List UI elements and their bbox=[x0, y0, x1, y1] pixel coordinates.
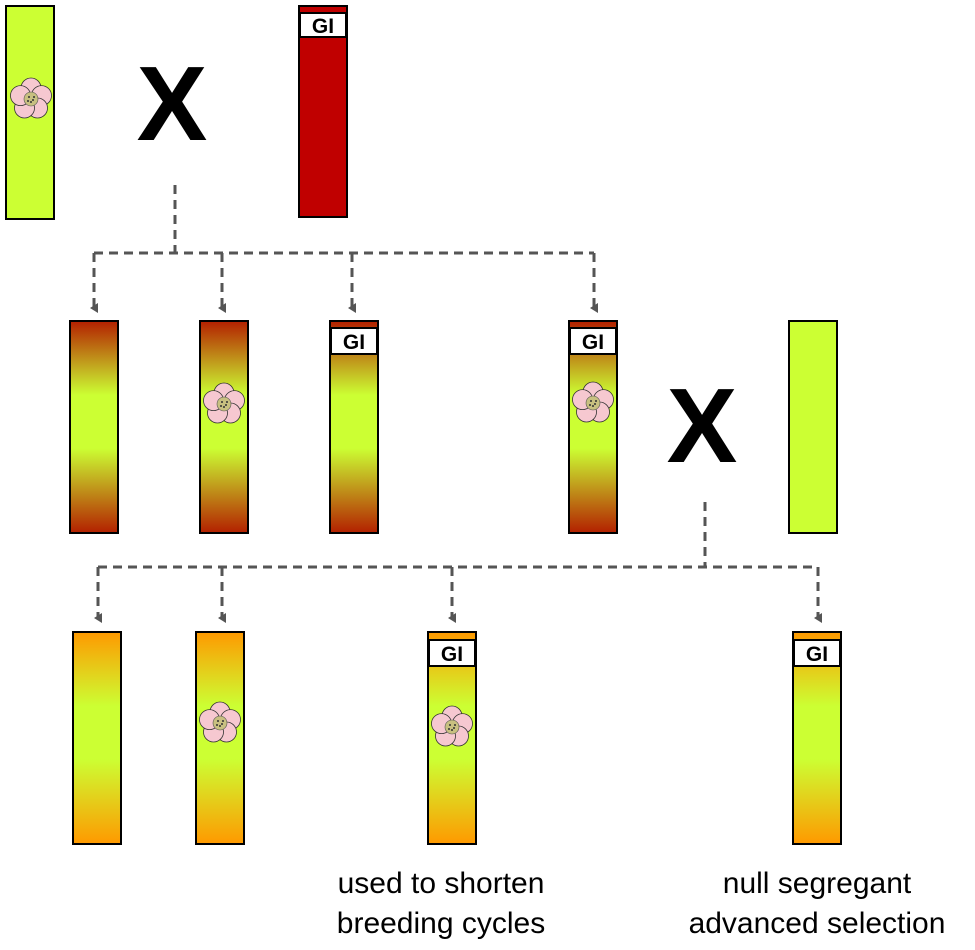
bc1-bar-1 bbox=[72, 631, 122, 845]
caption-right-line-1: null segregant bbox=[723, 867, 912, 900]
cross-symbol: X bbox=[667, 367, 738, 485]
recurrent-parent-bar bbox=[788, 320, 838, 534]
f1-bar-4: GI bbox=[568, 320, 618, 534]
bc1-bar-2 bbox=[195, 631, 245, 845]
gi-label: GI bbox=[343, 331, 365, 354]
f1-bar-1 bbox=[69, 320, 119, 534]
cross-symbol: X bbox=[137, 45, 208, 163]
bc1-bar-4: GI bbox=[792, 631, 842, 845]
parent-1-bar bbox=[5, 5, 55, 220]
caption-left-line-1: used to shorten bbox=[338, 867, 545, 900]
connector-lines-2 bbox=[94, 502, 822, 623]
gi-label: GI bbox=[582, 331, 604, 354]
f1-bar-3: GI bbox=[329, 320, 379, 534]
connector-lines-1 bbox=[90, 185, 598, 313]
f1-bar-2 bbox=[199, 320, 249, 534]
gi-label: GI bbox=[806, 643, 828, 666]
gi-label: GI bbox=[441, 643, 463, 666]
parent-2-bar: GI bbox=[298, 5, 348, 218]
caption-left-line-2: breeding cycles bbox=[337, 907, 545, 940]
gi-label: GI bbox=[312, 15, 334, 38]
bc1-bar-3: GI bbox=[427, 631, 477, 845]
caption-right-line-2: advanced selection bbox=[689, 907, 946, 940]
